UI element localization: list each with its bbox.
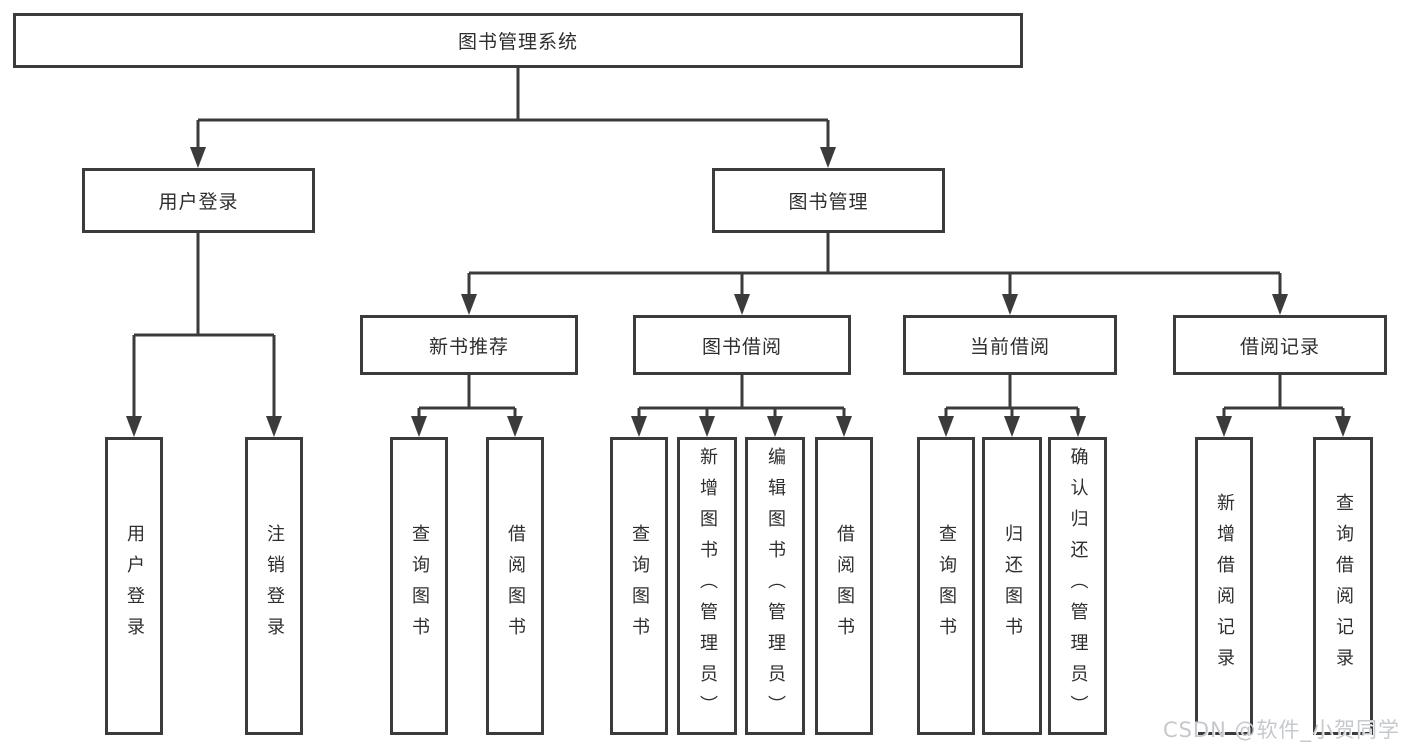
leaf-label: 用户登录 <box>124 524 145 648</box>
node-leaf-query-books-1: 查询图书 <box>390 437 448 735</box>
leaf-label: 新增图书（管理员） <box>697 446 718 726</box>
node-leaf-query-books-2: 查询图书 <box>610 437 668 735</box>
leaf-label: 查询图书 <box>629 524 650 648</box>
node-leaf-add-books-admin: 新增图书（管理员） <box>677 437 737 735</box>
leaf-label: 查询图书 <box>936 524 957 648</box>
node-book-management: 图书管理 <box>712 168 945 233</box>
node-book-borrowing: 图书借阅 <box>633 315 851 375</box>
node-leaf-return-books: 归还图书 <box>982 437 1042 735</box>
node-leaf-query-books-3: 查询图书 <box>917 437 975 735</box>
node-leaf-query-borrow-record: 查询借阅记录 <box>1313 437 1373 735</box>
node-current-borrowing: 当前借阅 <box>903 315 1117 375</box>
node-borrowing-records: 借阅记录 <box>1173 315 1387 375</box>
node-new-book-recommend: 新书推荐 <box>360 315 578 375</box>
leaf-label: 编辑图书（管理员） <box>765 446 786 726</box>
node-user-login: 用户登录 <box>82 168 315 233</box>
arrow-down-icon <box>126 147 1351 437</box>
leaf-label: 确认归还（管理员） <box>1067 446 1089 726</box>
node-leaf-logout: 注销登录 <box>245 437 303 735</box>
node-root: 图书管理系统 <box>13 13 1023 68</box>
node-leaf-confirm-return-admin: 确认归还（管理员） <box>1048 437 1107 735</box>
leaf-label: 新增借阅记录 <box>1214 493 1235 679</box>
watermark: CSDN @软件_小贺同学 <box>1162 718 1400 742</box>
node-leaf-borrow-books-1: 借阅图书 <box>486 437 544 735</box>
leaf-label: 查询图书 <box>409 524 430 648</box>
leaf-label: 借阅图书 <box>505 524 526 648</box>
node-leaf-add-borrow-record: 新增借阅记录 <box>1195 437 1253 735</box>
leaf-label: 借阅图书 <box>834 524 855 648</box>
node-leaf-borrow-books-2: 借阅图书 <box>815 437 873 735</box>
leaf-label: 查询借阅记录 <box>1333 493 1354 679</box>
node-leaf-user-login: 用户登录 <box>105 437 163 735</box>
leaf-label: 归还图书 <box>1002 524 1023 648</box>
leaf-label: 注销登录 <box>264 524 285 648</box>
node-leaf-edit-books-admin: 编辑图书（管理员） <box>745 437 805 735</box>
